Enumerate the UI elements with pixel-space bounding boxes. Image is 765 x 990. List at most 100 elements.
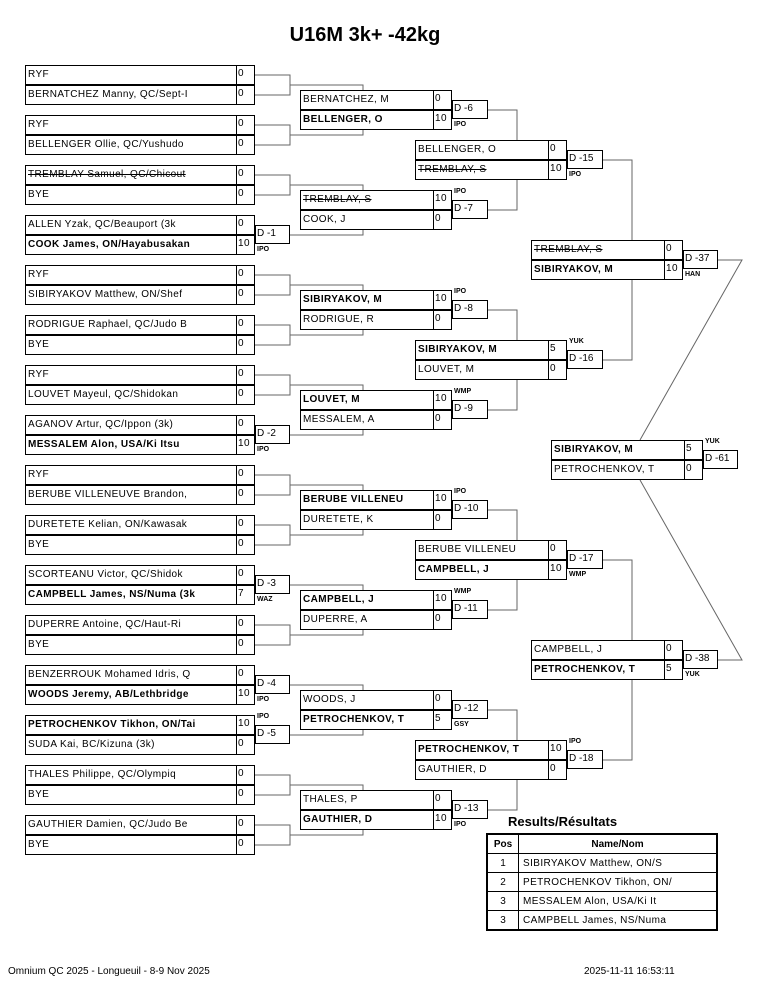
- results-name: MESSALEM Alon, USA/Ki It: [518, 891, 718, 911]
- competitor-name: BERNATCHEZ Manny, QC/Sept-I: [28, 89, 188, 100]
- results-name: SIBIRYAKOV Matthew, ON/S: [518, 853, 718, 873]
- results-name: PETROCHENKOV Tikhon, ON/: [518, 872, 718, 892]
- competitor-score: 0: [236, 416, 256, 434]
- connector-line: [603, 559, 633, 640]
- competitor-score: 5: [548, 341, 568, 359]
- connector-line: [290, 230, 364, 236]
- connector-line: [290, 130, 364, 136]
- connector-line: [255, 274, 291, 296]
- result-code: IPO: [569, 738, 582, 745]
- connector-line: [255, 474, 291, 496]
- competitor-score: 10: [548, 161, 568, 179]
- result-code: IPO: [257, 713, 270, 720]
- result-code: YUK: [569, 338, 584, 345]
- match-number: D -16: [567, 350, 603, 369]
- competitor-score: 10: [664, 261, 684, 279]
- competitor-score: 0: [664, 241, 684, 259]
- result-code: IPO: [454, 821, 467, 828]
- connector-line: [639, 479, 743, 661]
- match-number: D -6: [452, 100, 488, 119]
- result-code: WMP: [454, 388, 472, 395]
- match-number: D -38: [683, 650, 718, 669]
- competitor-score: 0: [548, 141, 568, 159]
- competitor-score: 10: [433, 291, 453, 309]
- competitor-name: CAMPBELL James, NS/Numa (3k: [28, 589, 196, 600]
- results-position: 3: [486, 910, 519, 931]
- competitor-name: PETROCHENKOV, T: [554, 464, 655, 475]
- match-number: D -7: [452, 200, 488, 219]
- connector-line: [255, 524, 291, 546]
- competitor-score: 5: [433, 711, 453, 729]
- competitor-score: 0: [433, 91, 453, 109]
- competitor-score: 10: [236, 716, 256, 734]
- competitor-score: 0: [433, 211, 453, 229]
- connector-line: [290, 430, 364, 436]
- connector-line: [603, 280, 633, 361]
- competitor-name: PETROCHENKOV, T: [534, 664, 636, 675]
- connector-line: [255, 324, 291, 346]
- match-number: D -9: [452, 400, 488, 419]
- result-code: WMP: [569, 571, 587, 578]
- connector-line: [290, 684, 364, 690]
- result-code: IPO: [454, 488, 467, 495]
- result-code: IPO: [454, 121, 467, 128]
- connector-line: [488, 780, 518, 811]
- match-number: D -2: [255, 425, 290, 444]
- connector-line: [488, 580, 518, 611]
- connector-line: [290, 384, 364, 390]
- competitor-name: BELLENGER Ollie, QC/Yushudo: [28, 139, 184, 150]
- competitor-score: 0: [236, 216, 256, 234]
- results-position: 2: [486, 872, 519, 892]
- competitor-name: LOUVET, M: [303, 394, 360, 405]
- competitor-name: GAUTHIER Damien, QC/Judo Be: [28, 819, 188, 830]
- competitor-name: TREMBLAY, S: [303, 194, 372, 205]
- competitor-score: 10: [236, 686, 256, 704]
- competitor-score: 0: [236, 316, 256, 334]
- competitor-score: 0: [236, 786, 256, 804]
- connector-line: [255, 74, 291, 96]
- competitor-name: MESSALEM, A: [303, 414, 375, 425]
- competitor-score: 0: [236, 616, 256, 634]
- competitor-score: 0: [236, 536, 256, 554]
- result-code: IPO: [454, 188, 467, 195]
- competitor-name: BYE: [28, 789, 50, 800]
- competitor-score: 0: [548, 541, 568, 559]
- match-number: D -3: [255, 575, 290, 594]
- competitor-name: RYF: [28, 269, 50, 280]
- competitor-name: BYE: [28, 189, 50, 200]
- competitor-name: SIBIRYAKOV, M: [554, 444, 634, 455]
- results-header-name: Name/Nom: [518, 833, 718, 854]
- competitor-score: 10: [433, 591, 453, 609]
- bracket-title: U16M 3k+ -42kg: [289, 24, 441, 46]
- competitor-score: 0: [236, 466, 256, 484]
- competitor-score: 0: [236, 486, 256, 504]
